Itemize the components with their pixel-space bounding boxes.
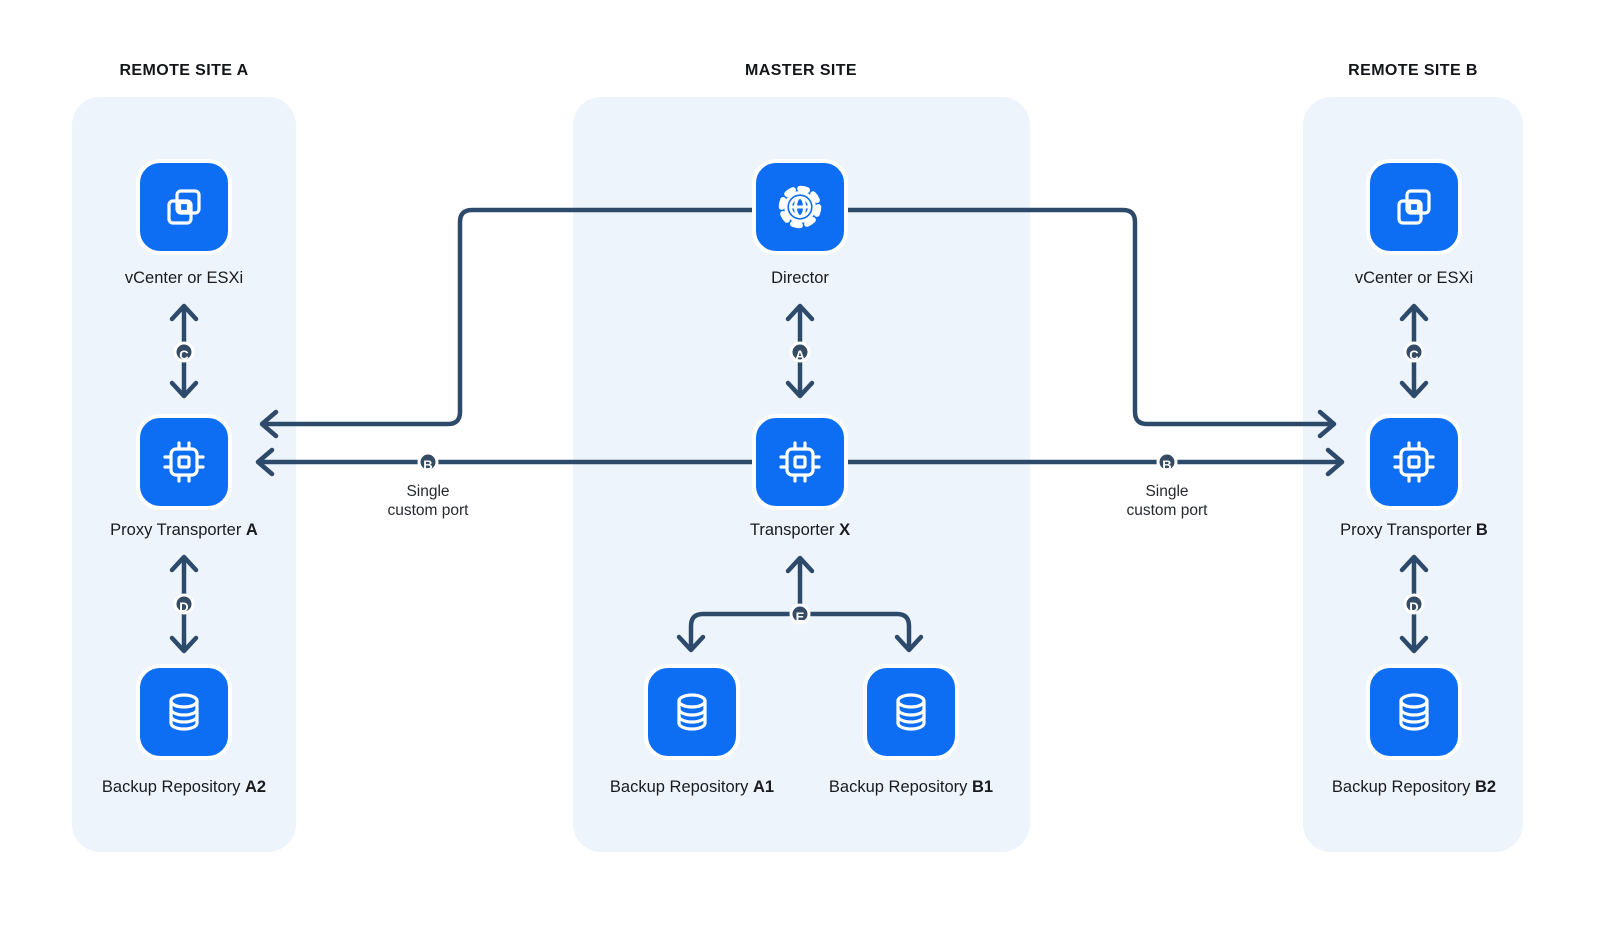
chip-icon <box>163 441 205 483</box>
single-custom-port-label-left: Single custom port <box>387 483 469 519</box>
label-proxy-transporter-a: Proxy Transporter A <box>110 521 258 539</box>
badge-b-right: B <box>1156 451 1178 473</box>
badge-c-left: C <box>173 341 195 363</box>
label-proxy-transporter-b: Proxy Transporter B <box>1340 521 1488 539</box>
label-vcenter-a: vCenter or ESXi <box>124 269 244 287</box>
badge-c-right: C <box>1403 341 1425 363</box>
label-transporter-x: Transporter X <box>749 521 851 539</box>
site-header-master: MASTER SITE <box>745 62 857 79</box>
database-icon <box>677 693 707 731</box>
database-icon <box>896 693 926 731</box>
node-vcenter-b <box>1366 159 1462 255</box>
badge-e: E <box>789 603 811 625</box>
label-backup-repository-b1: Backup Repository B1 <box>828 778 994 796</box>
label-backup-repository-b2: Backup Repository B2 <box>1331 778 1497 796</box>
node-backup-repository-b1 <box>863 664 959 760</box>
label-backup-repository-a2: Backup Repository A2 <box>101 778 267 796</box>
single-custom-port-label-right: Single custom port <box>1126 483 1208 519</box>
node-backup-repository-a1 <box>644 664 740 760</box>
node-director <box>752 159 848 255</box>
arrow-b-left <box>255 447 755 477</box>
database-icon <box>1399 693 1429 731</box>
chip-icon <box>779 441 821 483</box>
site-header-remote-a: REMOTE SITE A <box>119 62 249 79</box>
site-header-remote-b: REMOTE SITE B <box>1348 62 1478 79</box>
node-transporter-x <box>752 414 848 510</box>
label-vcenter-b: vCenter or ESXi <box>1354 269 1474 287</box>
chip-icon <box>1393 441 1435 483</box>
label-director: Director <box>771 269 829 287</box>
label-backup-repository-a1: Backup Repository A1 <box>609 778 775 796</box>
arrow-b-right <box>845 447 1345 477</box>
badge-b-left: B <box>417 451 439 473</box>
elbow-director-proxy-a <box>259 207 755 439</box>
elbow-director-proxy-b <box>845 207 1337 439</box>
gear-globe-icon <box>778 185 822 229</box>
node-proxy-transporter-b <box>1366 414 1462 510</box>
node-backup-repository-b2 <box>1366 664 1462 760</box>
badge-a: A <box>789 341 811 363</box>
node-backup-repository-a2 <box>136 664 232 760</box>
database-icon <box>169 693 199 731</box>
badge-d-left: D <box>173 593 195 615</box>
vsphere-icon <box>167 189 201 225</box>
node-vcenter-a <box>136 159 232 255</box>
badge-d-right: D <box>1403 593 1425 615</box>
node-proxy-transporter-a <box>136 414 232 510</box>
vsphere-icon <box>1397 189 1431 225</box>
